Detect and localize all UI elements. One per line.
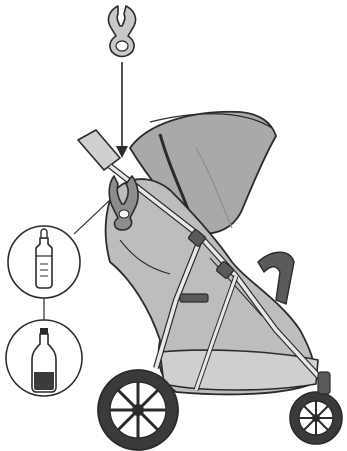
bottle-clip-icon — [108, 6, 135, 57]
basket — [160, 350, 318, 390]
rear-wheel — [98, 370, 178, 450]
stroller — [78, 112, 342, 450]
baby-bottle-icon — [8, 226, 80, 298]
handlebar — [78, 130, 120, 170]
drink-bottle-icon — [6, 320, 82, 396]
direction-arrow — [116, 62, 128, 158]
